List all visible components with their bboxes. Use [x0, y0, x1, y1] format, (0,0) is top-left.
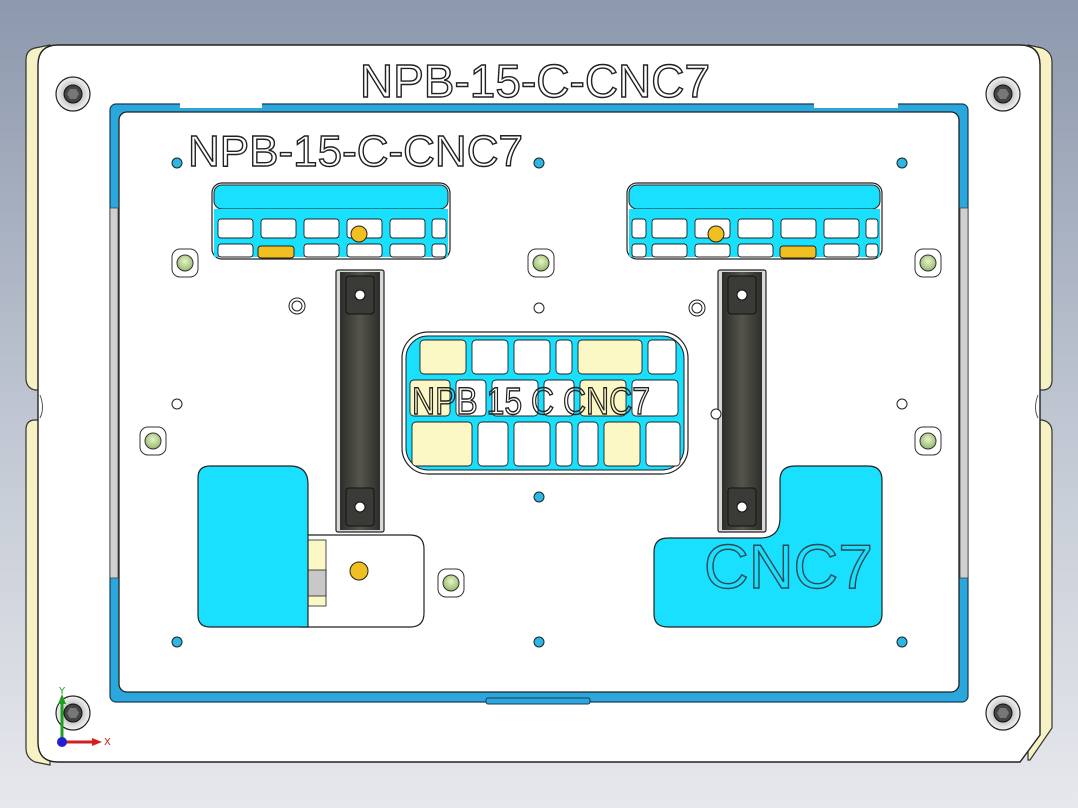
clamp-bar-icon [717, 269, 767, 533]
axis-y-label: Y [58, 686, 66, 697]
hole-icon [171, 297, 908, 420]
clamp-bar-icon [335, 269, 385, 533]
hole-icon [171, 157, 908, 648]
screw-icon [985, 695, 1021, 731]
locating-pin-icon [527, 248, 555, 278]
top-left-grid-slot [211, 182, 451, 260]
locating-pin-icon [437, 568, 465, 598]
inner-plate-engraving: NPB-15-C-CNC7 [188, 127, 523, 176]
axis-triad-icon: X Y [57, 686, 111, 748]
locating-pin-icon [171, 248, 199, 278]
screw-icon [55, 76, 91, 112]
top-plate-engraving: NPB-15-C-CNC7 [360, 55, 710, 107]
locating-pin-icon [914, 426, 942, 456]
center-window-engraving: NPB 15 C CNC7 [412, 381, 650, 423]
axis-x-label: X [104, 737, 111, 748]
center-grid-window: NPB 15 C CNC7 [401, 331, 689, 475]
screw-icon [55, 695, 91, 731]
right-pad-engraving: CNC7 [704, 533, 873, 602]
bottom-left-pad [197, 465, 425, 628]
bottom-right-pad: CNC7 [653, 465, 883, 628]
top-right-grid-slot [626, 182, 883, 260]
locating-pin-icon [139, 426, 167, 456]
screw-icon [985, 76, 1021, 112]
locating-pin-icon [914, 248, 942, 278]
